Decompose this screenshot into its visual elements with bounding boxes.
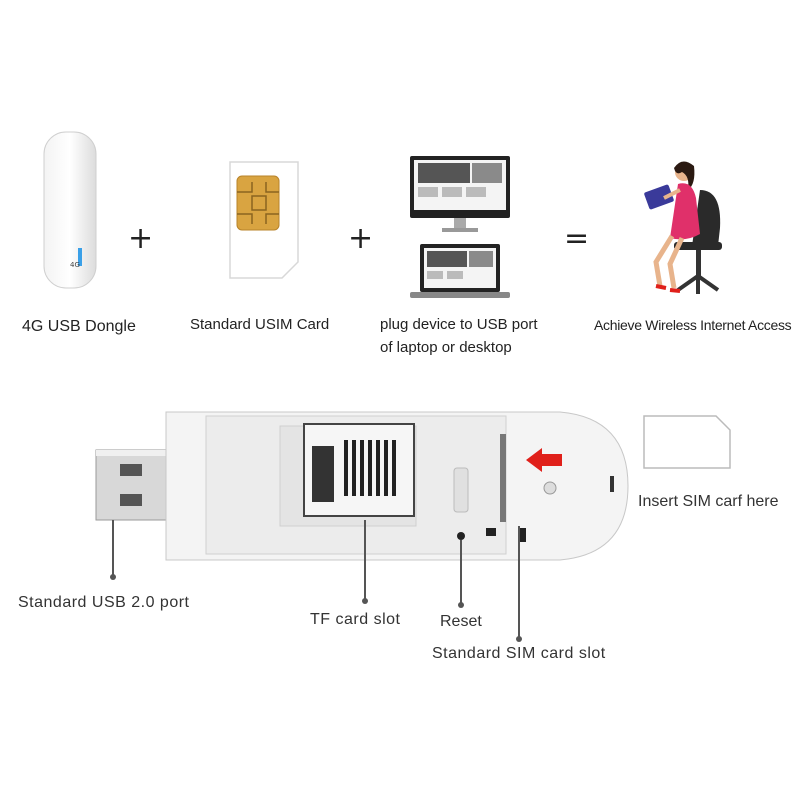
sim-slot-callout-dot bbox=[516, 636, 522, 642]
plus-sign-1: + bbox=[128, 221, 154, 256]
insert-sim-label: Insert SIM carf here bbox=[638, 493, 779, 510]
usb-port-callout-dot bbox=[110, 574, 116, 580]
sim-card-image bbox=[229, 161, 299, 279]
dongle-badge: 4G bbox=[70, 261, 80, 269]
device-label-line2: of laptop or desktop bbox=[380, 339, 512, 356]
woman-with-laptop-image bbox=[644, 161, 722, 294]
equals-sign: = bbox=[564, 221, 590, 256]
reset-callout-dot bbox=[458, 602, 464, 608]
usb-dongle-image: 4G bbox=[43, 131, 97, 289]
sim-label: Standard USIM Card bbox=[190, 316, 330, 333]
sim-slot-callout-line bbox=[518, 526, 520, 638]
plus-sign-2: + bbox=[348, 221, 374, 256]
computer-devices-image bbox=[410, 156, 510, 298]
reset-callout-line bbox=[460, 540, 462, 604]
sim-slot-label: Standard SIM card slot bbox=[432, 645, 606, 662]
dongle-label: 4G USB Dongle bbox=[22, 318, 136, 335]
usb-port-callout-line bbox=[112, 520, 114, 576]
reset-label: Reset bbox=[440, 613, 482, 630]
sim-card-outline bbox=[643, 415, 731, 469]
tf-slot-callout-dot bbox=[362, 598, 368, 604]
result-label: Achieve Wireless Internet Access bbox=[594, 317, 792, 333]
device-label-line1: plug device to USB port bbox=[380, 316, 538, 333]
tf-slot-callout-line bbox=[364, 520, 366, 600]
dongle-internals-diagram bbox=[95, 411, 629, 561]
tf-slot-label: TF card slot bbox=[310, 611, 401, 628]
usb-port-label: Standard USB 2.0 port bbox=[18, 594, 190, 611]
